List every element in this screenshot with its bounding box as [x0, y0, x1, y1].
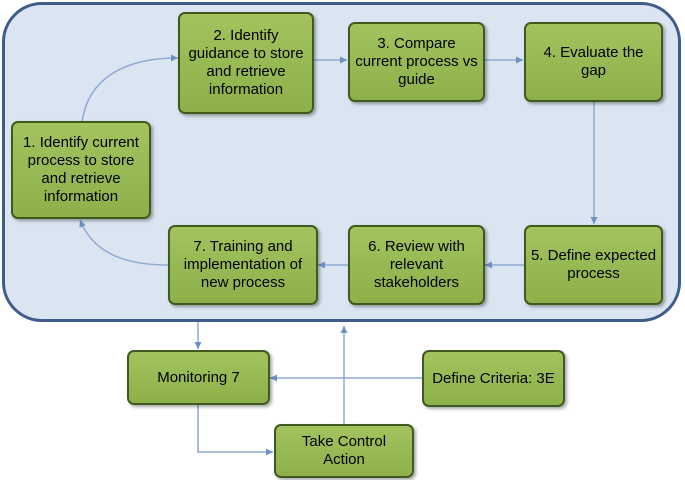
step-5-node: 5. Define expected process — [524, 225, 663, 305]
define-criteria-label: Define Criteria: 3E — [432, 369, 555, 387]
step-5-label: 5. Define expected process — [530, 247, 657, 282]
step-2-label: 2. Identify guidance to store and retrie… — [188, 27, 304, 98]
step-3-node: 3. Compare current process vs guide — [348, 22, 485, 102]
step-3-label: 3. Compare current process vs guide — [355, 35, 478, 88]
arrow-monitoring-to-control — [197, 405, 273, 456]
step-6-node: 6. Review with relevant stakeholders — [348, 225, 485, 305]
monitoring-label: Monitoring 7 — [157, 368, 240, 386]
take-control-action-label: Take Control Action — [301, 433, 387, 468]
step-4-label: 4. Evaluate the gap — [543, 44, 644, 79]
step-1-label: 1. Identify current process to store and… — [23, 134, 139, 205]
monitoring-node: Monitoring 7 — [127, 350, 270, 405]
step-1-node: 1. Identify current process to store and… — [11, 121, 151, 219]
define-criteria-node: Define Criteria: 3E — [422, 350, 565, 407]
step-7-label: 7. Training and implementation of new pr… — [183, 238, 303, 291]
step-2-node: 2. Identify guidance to store and retrie… — [178, 12, 314, 114]
step-4-node: 4. Evaluate the gap — [524, 22, 663, 102]
arrow-7-to-1 — [79, 219, 169, 266]
take-control-action-node: Take Control Action — [274, 424, 414, 478]
step-7-node: 7. Training and implementation of new pr… — [168, 225, 318, 305]
step-6-label: 6. Review with relevant stakeholders — [368, 238, 465, 291]
arrow-1-to-2 — [81, 54, 179, 123]
